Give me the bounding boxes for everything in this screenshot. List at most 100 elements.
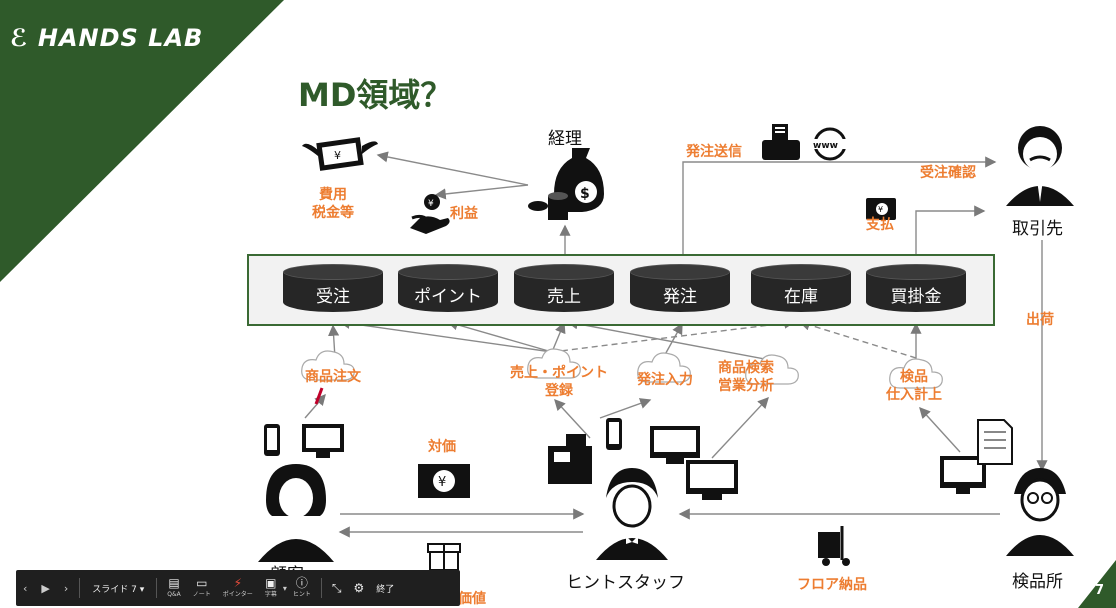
label-shukka: 出荷 [1026,312,1054,328]
label-hiyou: 費用 税金等 [312,187,354,221]
db-uriage: 売上 [514,264,614,314]
cloud-icon [527,348,581,379]
db-zaiko: 在庫 [751,264,851,314]
db-point: ポイント [398,264,498,314]
db-juchu: 受注 [283,264,383,314]
www-globe-icon: www [810,127,850,161]
inspector-icon [1006,468,1074,556]
money-bag-icon: $ [528,148,604,220]
chevron-down-icon[interactable]: ▾ [282,583,287,593]
label-kenpin-shiire: 検品 仕入計上 [886,369,942,403]
label-shiharai: 支払 [866,217,894,233]
slide-selector-label: スライド 7 [92,584,137,595]
qa-label: Q&A [167,591,181,598]
businessman-icon [1006,126,1074,206]
db-label: 売上 [547,287,581,307]
slide-selector[interactable]: スライド 7 ▾ [92,584,145,595]
label-juchu-kakunin: 受注確認 [920,165,976,181]
prev-page-icon[interactable]: ‹ [23,581,28,595]
pointer-button[interactable]: ⚡ポインター [217,570,259,606]
svg-text:$: $ [580,186,590,202]
cloud-icon [745,354,799,385]
db-hacchu: 発注 [630,264,730,314]
note-label: ノート [192,591,211,598]
chat-icon: ▤ [168,576,180,590]
toolbar-divider [156,578,158,598]
banknote-icon: ¥ [418,464,470,498]
label-floor-nouhin: フロア納品 [797,577,867,593]
brand-logo: ℰ HANDS LAB [10,24,203,52]
play-icon[interactable]: ▶ [41,581,50,595]
cloud-icons [301,348,943,389]
gift-icon [427,543,461,571]
flying-money-icon: ¥ [302,137,378,171]
db-label: 発注 [663,287,697,307]
pin-marker [314,387,324,405]
toolbar-divider [320,578,322,598]
logo-text: HANDS LAB [37,24,204,52]
staff-icon [596,468,668,560]
page-number: 7 [1078,570,1116,608]
svg-text:¥: ¥ [428,199,434,209]
db-label: 受注 [316,287,350,307]
label-rieki: 利益 [450,206,478,222]
qa-button[interactable]: ▤Q&A [161,570,187,606]
exit-fullscreen-button[interactable]: ⤡ [326,570,348,606]
label-staff: ヒントスタッフ [566,573,685,593]
svg-text:www: www [813,141,838,151]
cloud-icon [889,358,943,389]
caption-icon: ▣ [265,576,277,590]
label-shohin-chumon: 商品注文 [305,369,361,385]
label-shohin-kensaku: 商品検索 営業分析 [718,360,774,394]
db-label: ポイント [414,287,482,307]
info-icon: ⓘ [295,576,308,590]
db-label: 買掛金 [890,287,942,307]
toolbar-divider [79,578,81,598]
svg-text:¥: ¥ [334,149,341,162]
monitor-icon [940,456,986,494]
smartphone-icon [606,418,622,450]
end-button[interactable]: 終了 [370,570,400,606]
db-kaikakekin: 買掛金 [866,264,966,314]
monitor-icon [686,460,738,500]
svg-text:¥: ¥ [878,205,883,214]
logo-icon: ℰ [10,24,29,52]
end-label: 終了 [376,584,395,595]
gear-icon: ⚙ [353,580,365,595]
smartphone-icon [264,424,280,456]
cloud-icon [637,352,691,383]
label-taika: 対価 [428,439,456,455]
pointer-label: ポインター [222,591,253,598]
document-icon [977,419,1013,465]
caption-button[interactable]: ▣字幕 [259,570,283,606]
fax-icon [762,124,800,160]
label-uriage-point: 売上・ポイント 登録 [510,365,608,399]
label-torihikisaki: 取引先 [1012,219,1063,239]
hand-truck-icon [818,526,850,566]
next-page-icon[interactable]: › [63,581,69,595]
settings-button[interactable]: ⚙ [347,570,370,606]
hand-coin-icon: ¥ [410,194,450,234]
label-kenpinjo: 検品所 [1012,572,1063,592]
exit-fullscreen-icon: ⤡ [331,580,342,595]
laser-pointer-icon: ⚡ [233,576,243,590]
label-keiri: 経理 [548,129,582,149]
db-label: 在庫 [784,287,818,307]
hint-label: ヒント [292,591,311,598]
cash-register-icon [548,434,592,484]
label-hacchu-nyuryoku: 発注入力 [637,372,693,388]
cloud-icon [301,350,355,381]
note-button[interactable]: ▭ノート [187,570,217,606]
wallet-icon: ¥ [866,198,896,220]
caption-label: 字幕 [264,591,277,598]
page-number-text: 7 [1094,583,1104,598]
monitor-icon [650,426,700,464]
label-hacchu-soushin: 発注送信 [686,144,742,160]
customer-icon [258,464,334,562]
